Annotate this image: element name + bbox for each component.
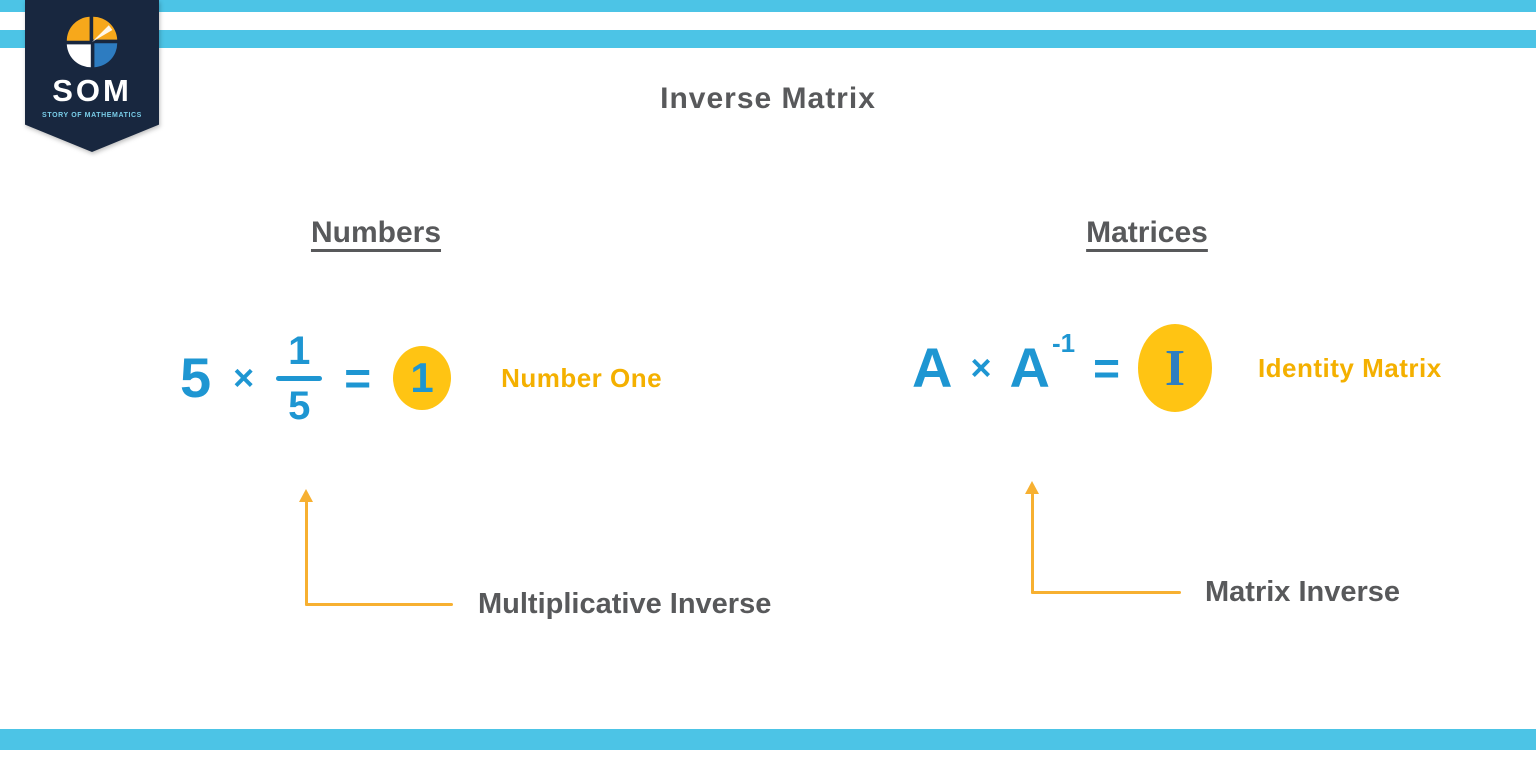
matrix-inverse-label: Matrix Inverse <box>1205 576 1401 608</box>
identity-matrix-bubble: I <box>1137 324 1212 412</box>
numbers-heading: Numbers <box>246 216 506 250</box>
a-inverse-base: A <box>1009 336 1050 399</box>
operand-a: A <box>912 336 953 399</box>
logo-pennant: SOM STORY OF MATHEMATICS <box>25 0 159 152</box>
equals-sign: = <box>344 352 372 404</box>
number-one-bubble: 1 <box>393 346 452 410</box>
logo-name: SOM <box>52 73 132 108</box>
fraction-denominator: 5 <box>288 383 311 428</box>
arrow-vertical-line <box>305 501 308 606</box>
numbers-heading-text: Numbers <box>310 216 442 249</box>
pinwheel-icon <box>66 16 118 68</box>
multiplicative-inverse-arrow <box>299 489 454 609</box>
arrow-head-icon <box>1025 481 1039 494</box>
footer-stripe <box>0 729 1536 750</box>
matrices-heading-text: Matrices <box>1086 216 1208 249</box>
page-title: Inverse Matrix <box>660 82 876 115</box>
matrix-inverse-arrow <box>1025 481 1185 596</box>
number-one-value: 1 <box>410 354 434 401</box>
arrow-vertical-line <box>1031 493 1034 594</box>
fraction-bar <box>276 375 323 381</box>
operand-five: 5 <box>180 346 212 409</box>
multiply-sign: × <box>233 357 255 398</box>
arrow-horizontal-line <box>1031 591 1181 594</box>
numbers-equation: 5 × 1 5 = 1 Number One <box>180 330 662 426</box>
som-logo-badge: SOM STORY OF MATHEMATICS <box>25 0 159 152</box>
matrices-equation: A × A -1 = I Identity Matrix <box>912 320 1442 416</box>
multiplicative-inverse-label: Multiplicative Inverse <box>478 588 772 620</box>
identity-matrix-symbol: I <box>1164 339 1186 397</box>
identity-matrix-label: Identity Matrix <box>1257 352 1442 383</box>
arrow-head-icon <box>299 489 313 502</box>
header-stripe <box>0 30 1536 48</box>
fraction-one-fifth: 1 5 <box>276 328 323 428</box>
arrow-horizontal-line <box>305 603 453 606</box>
top-edge-stripe <box>0 0 1536 12</box>
fraction-numerator: 1 <box>288 328 311 373</box>
equals-sign: = <box>1093 342 1120 394</box>
logo-subtitle: STORY OF MATHEMATICS <box>42 112 142 119</box>
a-inverse-term: A -1 <box>1009 330 1075 399</box>
matrices-heading: Matrices <box>1017 216 1277 250</box>
multiply-sign: × <box>970 347 992 388</box>
number-one-label: Number One <box>501 362 663 393</box>
a-inverse-exponent: -1 <box>1051 328 1076 358</box>
